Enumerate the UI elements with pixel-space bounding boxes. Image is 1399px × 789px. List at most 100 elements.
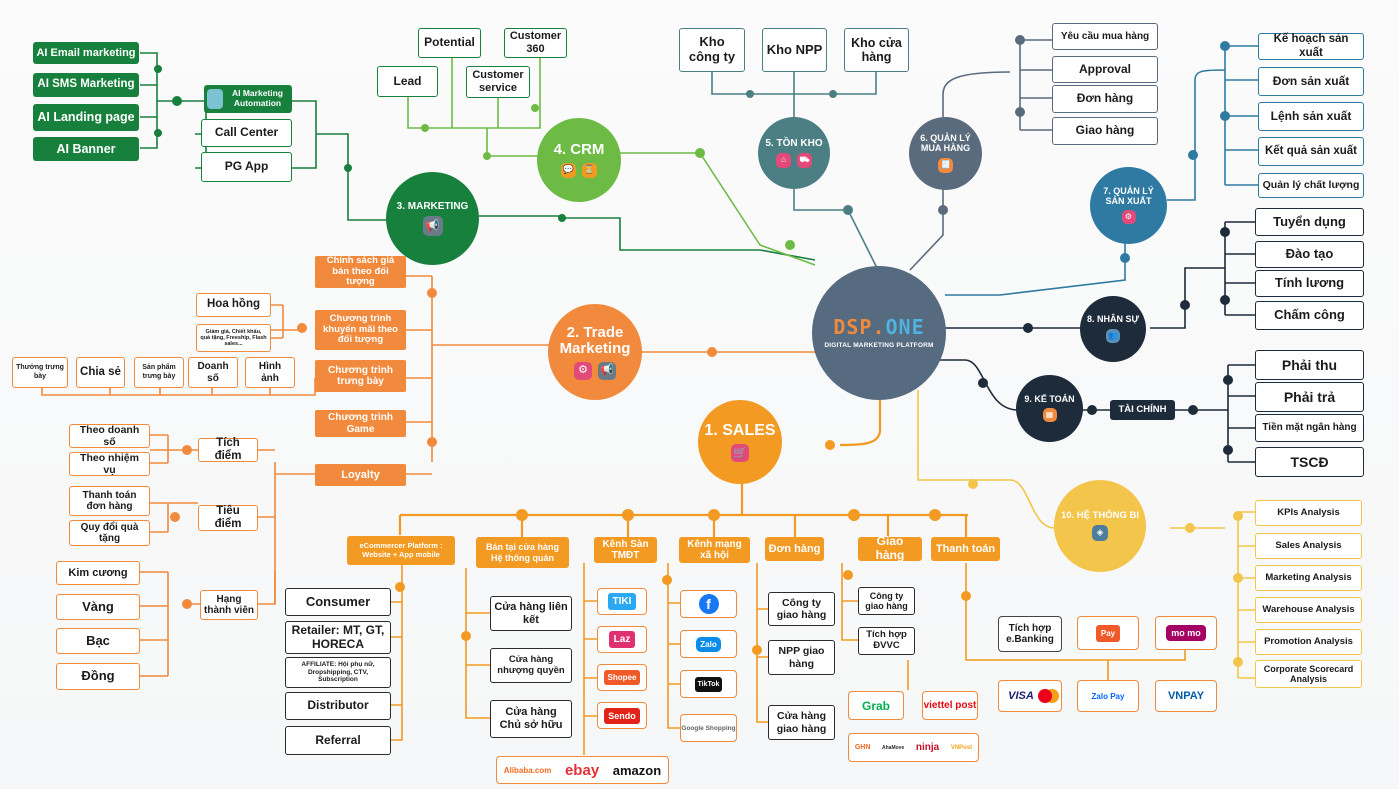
tiki-logo[interactable]: TIKI xyxy=(597,588,647,615)
zalo-logo[interactable]: Zalo xyxy=(680,630,737,658)
node-trade-marketing[interactable]: 2. Trade Marketing ⚙📢 xyxy=(548,304,642,400)
affiliate[interactable]: AFFILIATE: Hội phụ nữ, Dropshipping, CTV… xyxy=(285,657,391,688)
tich-diem[interactable]: Tích điểm xyxy=(198,437,258,462)
don-san-xuat[interactable]: Đơn sản xuất xyxy=(1258,67,1364,96)
phai-tra[interactable]: Phải trả xyxy=(1255,382,1364,412)
ai-marketing-automation[interactable]: AI Marketing Automation xyxy=(204,85,292,113)
tien-mat-ngan-hang[interactable]: Tiền mặt ngân hàng xyxy=(1255,414,1364,442)
bac[interactable]: Bạc xyxy=(56,628,140,654)
kenh-mang-xa-hoi[interactable]: Kênh mạng xã hội xyxy=(679,537,750,563)
dao-tao[interactable]: Đào tạo xyxy=(1255,241,1364,268)
ai-sms-marketing[interactable]: AI SMS Marketing xyxy=(33,73,139,97)
giam-gia-chiet-khau[interactable]: Giảm giá, Chiết khấu, quà tặng, Freeship… xyxy=(196,324,271,352)
chia-se[interactable]: Chia sẻ xyxy=(76,357,125,388)
node-marketing[interactable]: 3. MARKETING 📢 xyxy=(386,172,479,265)
quan-ly-chat-luong[interactable]: Quản lý chất lượng xyxy=(1258,173,1364,198)
distributor[interactable]: Distributor xyxy=(285,692,391,720)
cua-hang-chu-so-huu[interactable]: Cửa hàng Chủ sở hữu xyxy=(490,700,572,738)
tieu-diem[interactable]: Tiêu điểm xyxy=(198,505,258,531)
global-marketplaces[interactable]: Alibaba.com ebay amazon xyxy=(496,756,669,784)
node-san-xuat[interactable]: 7. QUẢN LÝ SẢN XUẤT ⚙ xyxy=(1090,167,1167,244)
ban-tai-cua-hang[interactable]: Bán tại cửa hàng Hệ thống quán xyxy=(476,537,569,568)
node-he-thong-bi[interactable]: 10. HỆ THỐNG BI ◈ xyxy=(1054,480,1146,572)
warehouse-analysis[interactable]: Warehouse Analysis xyxy=(1255,597,1362,623)
chuong-trinh-game[interactable]: Chương trình Game xyxy=(315,410,406,437)
pg-app-button[interactable]: PG App xyxy=(201,152,292,182)
kho-npp[interactable]: Kho NPP xyxy=(762,28,827,72)
don-hang-sales[interactable]: Đơn hàng xyxy=(765,537,824,561)
kho-cua-hang[interactable]: Kho cửa hàng xyxy=(844,28,909,72)
crm-potential[interactable]: Potential xyxy=(418,28,481,58)
thanh-toan-don-hang[interactable]: Thanh toán đơn hàng xyxy=(69,486,150,516)
marketing-analysis[interactable]: Marketing Analysis xyxy=(1255,565,1362,591)
ket-qua-san-xuat[interactable]: Kết quả sản xuất xyxy=(1258,137,1364,166)
tiktok-logo[interactable]: TikTok xyxy=(680,670,737,698)
momo-logo[interactable]: mo mo xyxy=(1155,616,1217,650)
shopeepay-logo[interactable]: Pay xyxy=(1077,616,1139,650)
cua-hang-nhuong-quyen[interactable]: Cửa hàng nhượng quyền xyxy=(490,648,572,683)
approval[interactable]: Approval xyxy=(1052,56,1158,83)
center-node-dsp-one[interactable]: DSP.ONE DIGITAL MARKETING PLATFORM xyxy=(812,266,946,400)
viettel-post-logo[interactable]: viettel post xyxy=(922,691,978,720)
hang-thanh-vien[interactable]: Hạng thành viên xyxy=(200,590,258,620)
theo-doanh-so[interactable]: Theo doanh số xyxy=(69,424,150,448)
zalopay-logo[interactable]: Zalo Pay xyxy=(1077,680,1139,712)
tich-hop-ebanking[interactable]: Tích hợp e.Banking xyxy=(998,616,1062,652)
crm-lead[interactable]: Lead xyxy=(377,66,438,97)
giao-hang-sales[interactable]: Giao hàng xyxy=(858,534,922,562)
sales-analysis[interactable]: Sales Analysis xyxy=(1255,533,1362,559)
cham-cong[interactable]: Chấm công xyxy=(1255,301,1364,330)
quy-doi-qua-tang[interactable]: Quy đổi quà tặng xyxy=(69,520,150,546)
crm-customer-360[interactable]: Customer 360 xyxy=(504,28,567,58)
san-pham-trung-bay[interactable]: Sản phẩm trưng bày xyxy=(134,357,184,388)
corporate-scorecard-analysis[interactable]: Corporate Scorecard Analysis xyxy=(1255,660,1362,688)
vnpay-logo[interactable]: VNPAY xyxy=(1155,680,1217,712)
chuong-trinh-trung-bay[interactable]: Chương trình trưng bày xyxy=(315,360,406,392)
doanh-so[interactable]: Doanh số xyxy=(188,357,238,388)
kpis-analysis[interactable]: KPIs Analysis xyxy=(1255,500,1362,526)
grab-logo[interactable]: Grab xyxy=(848,691,904,720)
ai-landing-page[interactable]: AI Landing page xyxy=(33,104,139,131)
yeu-cau-mua-hang[interactable]: Yêu cầu mua hàng xyxy=(1052,23,1158,50)
visa-mastercard-logo[interactable]: VISA xyxy=(998,680,1062,712)
crm-customer-service[interactable]: Customer service xyxy=(466,66,530,98)
ai-email-marketing[interactable]: AI Email marketing xyxy=(33,42,139,64)
chuong-trinh-khuyen-mai[interactable]: Chương trình khuyến mãi theo đối tượng xyxy=(315,310,406,350)
kim-cuong[interactable]: Kim cương xyxy=(56,561,140,585)
carriers-strip[interactable]: GHN AhaMove ninja VNPost xyxy=(848,733,979,762)
hoa-hong[interactable]: Hoa hồng xyxy=(196,293,271,317)
cong-ty-giao-hang-order[interactable]: Công ty giao hàng xyxy=(768,592,835,626)
tuyen-dung[interactable]: Tuyển dụng xyxy=(1255,208,1364,236)
node-crm[interactable]: 4. CRM 💬⏳ xyxy=(537,118,621,202)
call-center-button[interactable]: Call Center xyxy=(201,119,292,147)
node-ke-toan[interactable]: 9. KẾ TOÁN ▦ xyxy=(1016,375,1083,442)
don-hang-mua[interactable]: Đơn hàng xyxy=(1052,85,1158,113)
retailer[interactable]: Retailer: MT, GT, HORECA xyxy=(285,621,391,654)
lenh-san-xuat[interactable]: Lệnh sản xuất xyxy=(1258,102,1364,131)
node-nhan-su[interactable]: 8. NHÂN SỰ 👥 xyxy=(1080,296,1146,362)
phai-thu[interactable]: Phải thu xyxy=(1255,350,1364,380)
giao-hang-mua[interactable]: Giao hàng xyxy=(1052,117,1158,145)
referral[interactable]: Referral xyxy=(285,726,391,755)
thuong-trung-bay[interactable]: Thưởng trưng bày xyxy=(12,357,68,388)
kho-cong-ty[interactable]: Kho công ty xyxy=(679,28,745,72)
thanh-toan[interactable]: Thanh toán xyxy=(931,537,1000,561)
vang[interactable]: Vàng xyxy=(56,594,140,620)
tinh-luong[interactable]: Tính lương xyxy=(1255,270,1364,297)
theo-nhiem-vu[interactable]: Theo nhiệm vụ xyxy=(69,452,150,476)
ecommerce-platform[interactable]: eCommercer Platform : Website + App mobi… xyxy=(347,536,455,565)
node-ton-kho[interactable]: 5. TỒN KHO ⌂⛟ xyxy=(758,117,830,189)
promotion-analysis[interactable]: Promotion Analysis xyxy=(1255,629,1362,655)
tich-hop-dvvc[interactable]: Tích hợp ĐVVC xyxy=(858,627,915,655)
node-sales[interactable]: 1. SALES 🛒 xyxy=(698,400,782,484)
cua-hang-lien-ket[interactable]: Cửa hàng liên kết xyxy=(490,596,572,631)
kenh-san-tmdt[interactable]: Kênh Sàn TMĐT xyxy=(594,537,657,563)
node-mua-hang[interactable]: 6. QUẢN LÝ MUA HÀNG 🧾 xyxy=(909,117,982,190)
facebook-logo[interactable]: f xyxy=(680,590,737,618)
loyalty[interactable]: Loyalty xyxy=(315,464,406,486)
shopee-logo[interactable]: Shopee xyxy=(597,664,647,691)
lazada-logo[interactable]: Laz xyxy=(597,626,647,653)
google-shopping-logo[interactable]: Google Shopping xyxy=(680,714,737,742)
tscd[interactable]: TSCĐ xyxy=(1255,447,1364,477)
cua-hang-giao-hang[interactable]: Cửa hàng giao hàng xyxy=(768,705,835,740)
